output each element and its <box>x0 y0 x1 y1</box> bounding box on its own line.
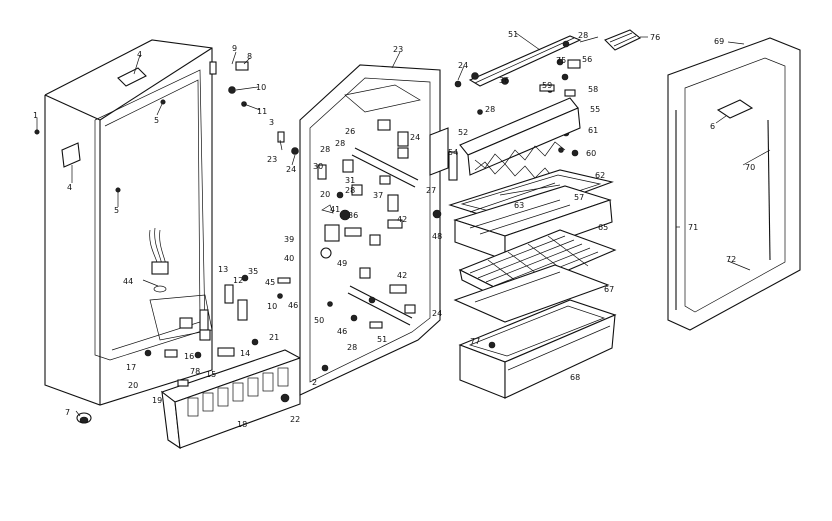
callout-68: 67 <box>604 285 614 294</box>
callout-74: 75 <box>556 56 566 65</box>
callout-2: 2 <box>312 378 317 387</box>
callout-51: 50 <box>314 316 324 325</box>
callout-63: 62 <box>595 171 605 180</box>
callout-28-top: 28 <box>485 105 495 114</box>
callout-32: 31 <box>345 176 355 185</box>
callout-71: 70 <box>745 163 755 172</box>
callout-75: 76 <box>650 33 660 42</box>
callout-37: 36 <box>348 211 358 220</box>
callout-9: 9 <box>232 44 237 53</box>
callout-28-lower: 28 <box>347 343 357 352</box>
callout-57: 56 <box>582 55 592 64</box>
callout-24: 23 <box>267 155 277 164</box>
callout-41: 39 <box>284 235 294 244</box>
callout-19: 19 <box>152 396 162 405</box>
callout-25-upper: 24 <box>410 133 420 142</box>
cabinet-shell <box>34 39 213 424</box>
callout-40: 41 <box>330 205 340 214</box>
callout-72: 71 <box>688 223 698 232</box>
callout-7: 7 <box>65 408 70 417</box>
door-panel <box>667 37 801 331</box>
callout-78: 78 <box>190 367 200 376</box>
callout-56: 54 <box>448 148 458 157</box>
callout-20: 20 <box>128 381 138 390</box>
callout-25-top: 24 <box>458 61 468 70</box>
callout-55: 55 <box>590 105 600 114</box>
callout-65: 63 <box>514 201 524 210</box>
callout-77: 77 <box>470 337 480 346</box>
callout-3: 3 <box>269 118 274 127</box>
top-trim-rail <box>454 35 582 115</box>
callout-52: 51 <box>377 335 387 344</box>
callout-23: 23 <box>393 45 403 54</box>
crisper-drawer-cover <box>453 264 610 323</box>
fresh-food-liner <box>299 64 441 396</box>
callout-60: 59 <box>542 81 552 90</box>
callout-21: 21 <box>269 333 279 342</box>
callout-45: 44 <box>123 277 133 286</box>
callout-4-left: 4 <box>67 183 72 192</box>
callout-14: 14 <box>240 349 250 358</box>
callout-4: 4 <box>137 50 142 59</box>
callout-31: 30 <box>313 162 323 171</box>
callout-labels: 4 5 9 8 10 11 1 4 5 44 13 12 35 45 10 46… <box>33 30 755 429</box>
callout-67: 65 <box>598 223 608 232</box>
callout-11: 11 <box>257 107 267 116</box>
callout-25-left: 24 <box>286 165 296 174</box>
air-duct-cover <box>429 97 581 181</box>
callout-48: 45 <box>265 278 275 287</box>
callout-6: 6 <box>710 122 715 131</box>
callout-27: 27 <box>426 186 436 195</box>
callout-18: 18 <box>237 420 247 429</box>
callout-1: 1 <box>33 111 38 120</box>
callout-5: 5 <box>154 116 159 125</box>
callout-35: 35 <box>248 267 258 276</box>
callout-8: 8 <box>247 52 252 61</box>
callout-44-lower: 42 <box>397 271 407 280</box>
callout-69: 68 <box>570 373 580 382</box>
base-hardware <box>144 61 299 403</box>
egg-tray <box>604 29 642 51</box>
callout-12: 12 <box>233 276 243 285</box>
callout-16: 16 <box>184 352 194 361</box>
callout-26: 26 <box>345 127 355 136</box>
callout-17: 17 <box>126 363 136 372</box>
callout-10: 10 <box>256 83 266 92</box>
callout-22: 22 <box>290 415 300 424</box>
callout-30: 28 <box>320 145 330 154</box>
callout-20-mid: 20 <box>320 190 330 199</box>
callout-29: 28 <box>335 139 345 148</box>
callout-53: 51 <box>508 30 518 39</box>
callout-73: 72 <box>726 255 736 264</box>
callout-49-lower: 46 <box>337 327 347 336</box>
callout-5-left: 5 <box>114 206 119 215</box>
callout-28-right: 28 <box>578 31 588 40</box>
callout-36: 36 <box>499 76 509 85</box>
callout-50: 49 <box>337 259 347 268</box>
callout-42: 40 <box>284 254 294 263</box>
callout-10-lower: 10 <box>267 302 277 311</box>
callout-58: 57 <box>574 193 584 202</box>
callout-15: 15 <box>206 370 216 379</box>
callout-70: 69 <box>714 37 724 46</box>
callout-62: 61 <box>588 126 598 135</box>
leader-lines <box>36 32 771 417</box>
callout-39: 37 <box>373 191 383 200</box>
callout-44: 42 <box>397 215 407 224</box>
callout-49: 46 <box>288 301 298 310</box>
base-grille <box>160 349 302 450</box>
callout-61: 60 <box>586 149 596 158</box>
callout-46: 48 <box>432 232 442 241</box>
callout-54: 52 <box>458 128 468 137</box>
callout-59: 58 <box>588 85 598 94</box>
callout-28-mid: 28 <box>345 186 355 195</box>
crisper-drawer <box>458 299 617 399</box>
callout-25-lower: 24 <box>432 309 442 318</box>
callout-13: 13 <box>218 265 228 274</box>
